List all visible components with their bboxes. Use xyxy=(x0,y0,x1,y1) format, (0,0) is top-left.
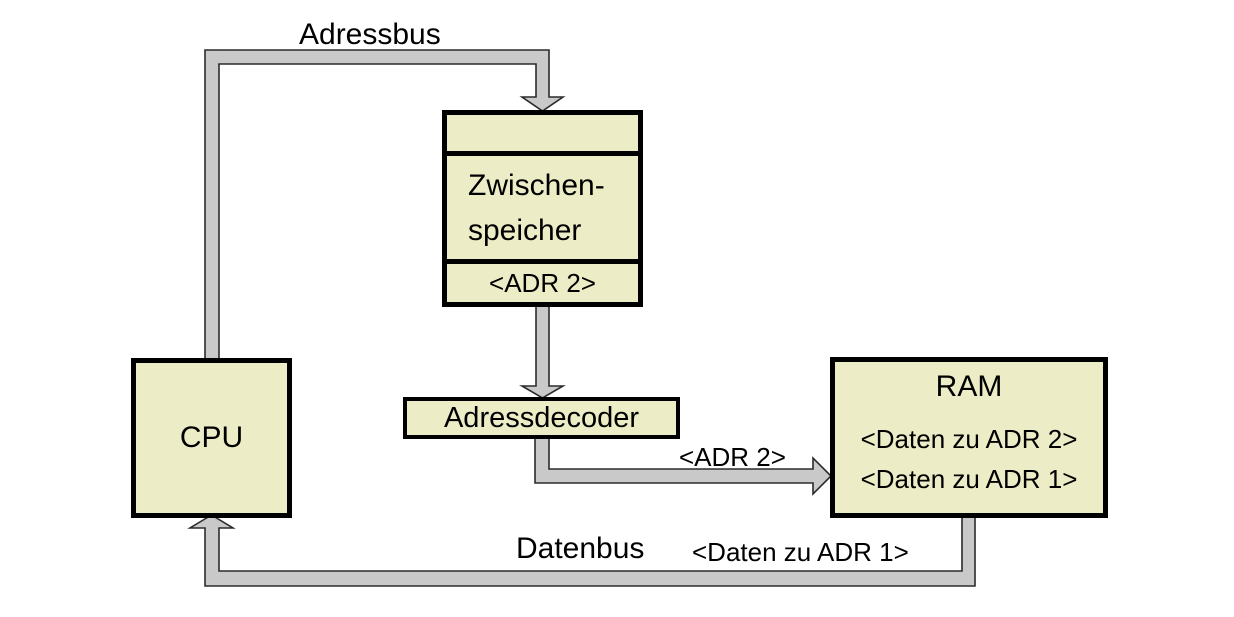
cpu-label: CPU xyxy=(179,421,244,454)
zwischenspeicher-empty-cell xyxy=(447,115,638,156)
adressbus-label: Adressbus xyxy=(299,18,441,51)
cpu-box: CPU xyxy=(131,358,292,518)
adressdecoder-label: Adressdecoder xyxy=(443,402,640,434)
adressdecoder-box: Adressdecoder xyxy=(403,397,680,439)
zwischenspeicher-label: Zwischen- speicher xyxy=(447,156,638,264)
adressdecoder-to-ram-arrow xyxy=(534,435,833,496)
zwischenspeicher-box: Zwischen- speicher <ADR 2> xyxy=(442,110,643,307)
datenbus-label: Datenbus xyxy=(516,532,645,565)
ram-row-daten-adr2: <Daten zu ADR 2> xyxy=(860,424,1078,454)
zwischenspeicher-label-line1: Zwischen- xyxy=(468,168,605,202)
daten-zu-adr1-bus-label: <Daten zu ADR 1> xyxy=(692,537,909,567)
datenbus-arrow-line xyxy=(187,514,976,587)
ram-title: RAM xyxy=(935,370,1003,403)
ram-row-daten-adr1: <Daten zu ADR 1> xyxy=(860,464,1078,494)
zwischenspeicher-to-adressdecoder-arrow xyxy=(519,303,566,399)
zwischenspeicher-label-line2: speicher xyxy=(468,213,582,247)
ram-box: RAM <Daten zu ADR 2> <Daten zu ADR 1> xyxy=(830,357,1108,518)
zwischenspeicher-register-cell: <ADR 2> xyxy=(489,267,596,298)
adressbus-arrow-line xyxy=(204,49,566,362)
adr2-bus-label: <ADR 2> xyxy=(679,442,786,472)
